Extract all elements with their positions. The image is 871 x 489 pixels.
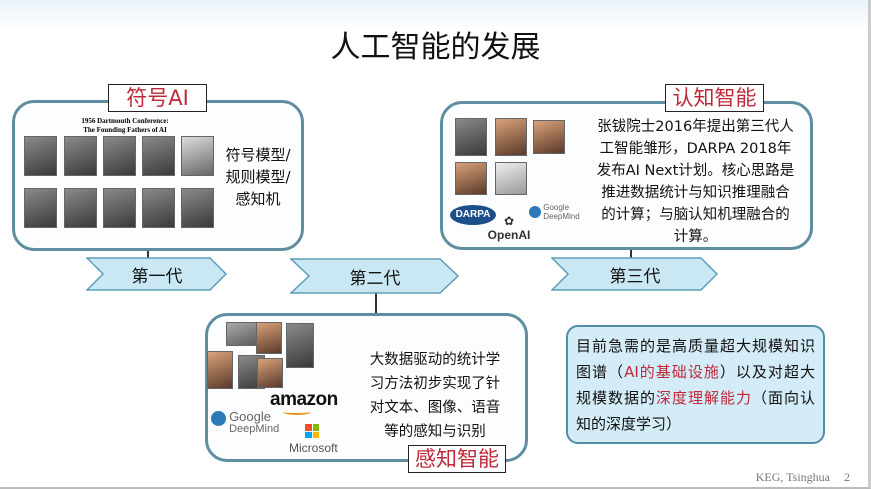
photo	[181, 136, 214, 176]
google-deepmind-logo: Google DeepMind	[211, 409, 280, 435]
note-text: 目前急需的是高质量超大规模知识图谱（	[576, 337, 815, 381]
text-line: 习方法初步实现了针	[369, 376, 501, 392]
note-highlight: 深度理解能力	[655, 389, 752, 407]
gen1-description: 符号模型/ 规则模型/ 感知机	[218, 144, 298, 210]
dartmouth-caption: 1956 Dartmouth Conference: The Founding …	[60, 117, 190, 135]
microsoft-logo: Microsoft	[289, 441, 338, 455]
text-line: 感知机	[235, 190, 281, 208]
text-line: 张钹院士2016年提出第三代人	[597, 119, 794, 135]
gen3-description: 张钹院士2016年提出第三代人 工智能雏形，DARPA 2018年 发布AI N…	[583, 116, 808, 248]
google-wordmark: Google	[229, 409, 271, 424]
photo	[495, 118, 527, 156]
openai-icon: ✿	[503, 214, 515, 228]
photo	[207, 351, 233, 389]
photo	[257, 358, 283, 388]
photo	[455, 118, 487, 156]
timeline-chevron-3	[551, 257, 719, 291]
generation-1-label: 第一代	[131, 266, 183, 287]
deepmind-wordmark: DeepMind	[229, 423, 280, 435]
deepmind-wordmark: DeepMind	[543, 212, 580, 221]
generation-3-label: 第三代	[609, 266, 661, 287]
text-line: 大数据驱动的统计学	[369, 352, 501, 368]
note-text: （面向认知的深度学习）	[576, 389, 815, 433]
symbolic-ai-label: 符号AI	[108, 84, 207, 112]
microsoft-icon	[305, 424, 319, 438]
connector-line	[147, 251, 149, 259]
cognitive-ai-label: 认知智能	[665, 84, 764, 112]
text-line: 计算。	[673, 229, 718, 245]
google-wordmark: Google	[543, 203, 570, 212]
google-deepmind-logo: Google DeepMind	[529, 203, 580, 221]
caption-line: The Founding Fathers of AI	[83, 126, 167, 134]
photo	[533, 120, 565, 154]
note-highlight: AI的基础设施	[624, 363, 720, 381]
photo	[64, 188, 97, 228]
photo	[103, 188, 136, 228]
connector-line	[630, 250, 632, 259]
text-line: 符号模型/	[225, 146, 291, 164]
photo	[181, 188, 214, 228]
photo	[455, 162, 487, 195]
deepmind-icon	[211, 411, 226, 426]
key-need-note: 目前急需的是高质量超大规模知识图谱（AI的基础设施）以及对超大规模数据的深度理解…	[566, 325, 825, 444]
connector-line	[375, 292, 377, 314]
text-line: 发布AI Next计划。核心思路是	[596, 163, 795, 179]
amazon-logo: amazon	[270, 389, 338, 410]
gen2-description: 大数据驱动的统计学 习方法初步实现了针 对文本、图像、语音 等的感知与识别	[355, 348, 515, 444]
deepmind-icon	[529, 206, 541, 218]
page-title: 人工智能的发展	[330, 30, 541, 65]
caption-line: 1956 Dartmouth Conference:	[81, 117, 169, 125]
note-text: ）以及对超大规模数据的	[576, 363, 815, 407]
photo	[495, 162, 527, 195]
photo	[64, 136, 97, 176]
openai-wordmark: OpenAI	[487, 228, 531, 242]
text-line: 等的感知与识别	[384, 424, 486, 440]
photo	[24, 136, 57, 176]
text-line: 工智能雏形，DARPA 2018年	[599, 141, 792, 157]
text-line: 规则模型/	[225, 168, 291, 186]
photo	[142, 136, 175, 176]
generation-2-label: 第二代	[349, 268, 401, 289]
photo	[24, 188, 57, 228]
photo	[256, 322, 282, 354]
text-line: 的计算；与脑认知机理融合的	[601, 207, 790, 223]
photo	[286, 323, 314, 368]
perceptual-ai-label: 感知智能	[408, 445, 506, 473]
page-number: 2	[844, 470, 850, 484]
timeline-chevron-1	[86, 257, 228, 291]
text-line: 推进数据统计与知识推理融合	[601, 185, 790, 201]
darpa-logo: DARPA	[450, 205, 496, 225]
timeline-chevron-2	[290, 258, 460, 294]
footer-org: KEG, Tsinghua	[755, 470, 830, 484]
openai-logo: ✿ OpenAI	[484, 214, 534, 243]
amazon-smile-icon	[283, 409, 311, 415]
photo	[103, 136, 136, 176]
text-line: 对文本、图像、语音	[369, 400, 501, 416]
footer: KEG, Tsinghua 2	[756, 470, 850, 485]
photo	[142, 188, 175, 228]
